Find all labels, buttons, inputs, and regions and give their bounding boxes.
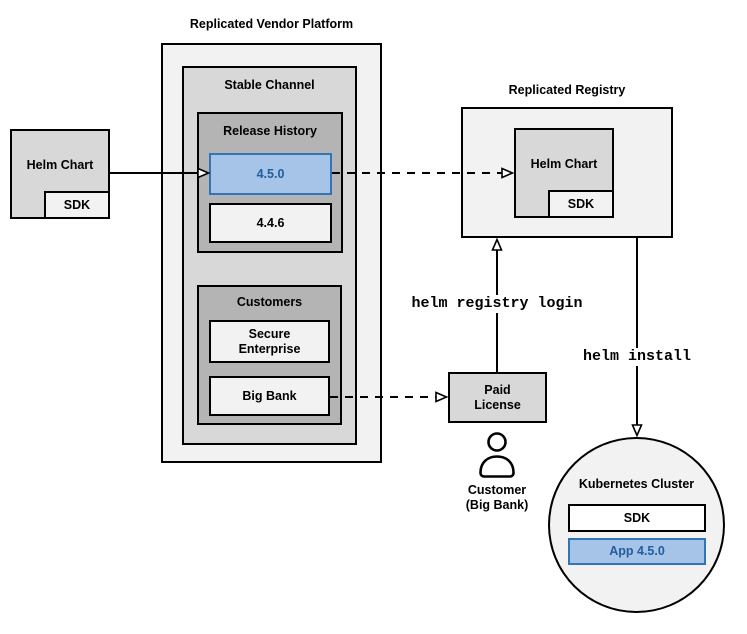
- customer-secure-enterprise-label: Secure Enterprise: [238, 326, 301, 356]
- cluster-app-label: App 4.5.0: [609, 544, 665, 558]
- stable-channel-label: Stable Channel: [224, 78, 315, 92]
- source-sdk-label: SDK: [63, 197, 91, 212]
- paid-license-box: Paid License: [448, 372, 547, 423]
- registry-helm-chart-label: Helm Chart: [530, 156, 598, 171]
- source-sdk-box: SDK: [44, 191, 110, 219]
- customer-caption: Customer (Big Bank): [465, 483, 529, 512]
- release-history-label: Release History: [223, 124, 317, 138]
- helm-install-command: helm install: [557, 348, 717, 366]
- release-4-5-0-box: 4.5.0: [209, 153, 332, 195]
- customer-big-bank-label: Big Bank: [242, 388, 297, 403]
- source-helm-chart-label: Helm Chart: [26, 157, 94, 172]
- registry-sdk-box: SDK: [548, 190, 614, 218]
- paid-license-label: Paid License: [474, 382, 521, 412]
- cluster-sdk-box: SDK: [568, 504, 706, 532]
- cluster-app-box: App 4.5.0: [568, 538, 706, 565]
- customer-secure-enterprise-box: Secure Enterprise: [209, 320, 330, 363]
- vendor-platform-title: Replicated Vendor Platform: [189, 17, 354, 31]
- release-4-4-6-label: 4.4.6: [256, 215, 285, 230]
- registry-sdk-label: SDK: [567, 196, 595, 211]
- release-4-4-6-box: 4.4.6: [209, 203, 332, 243]
- cluster-sdk-label: SDK: [623, 510, 651, 525]
- helm-registry-login-command: helm registry login: [397, 295, 597, 313]
- customers-label: Customers: [236, 295, 303, 309]
- registry-title: Replicated Registry: [508, 83, 626, 97]
- release-4-5-0-label: 4.5.0: [256, 166, 285, 181]
- arrow-registry-to-cluster: [631, 238, 643, 438]
- customer-person-icon: [479, 432, 515, 478]
- customer-big-bank-box: Big Bank: [209, 376, 330, 416]
- kubernetes-cluster-title: Kubernetes Cluster: [578, 477, 695, 491]
